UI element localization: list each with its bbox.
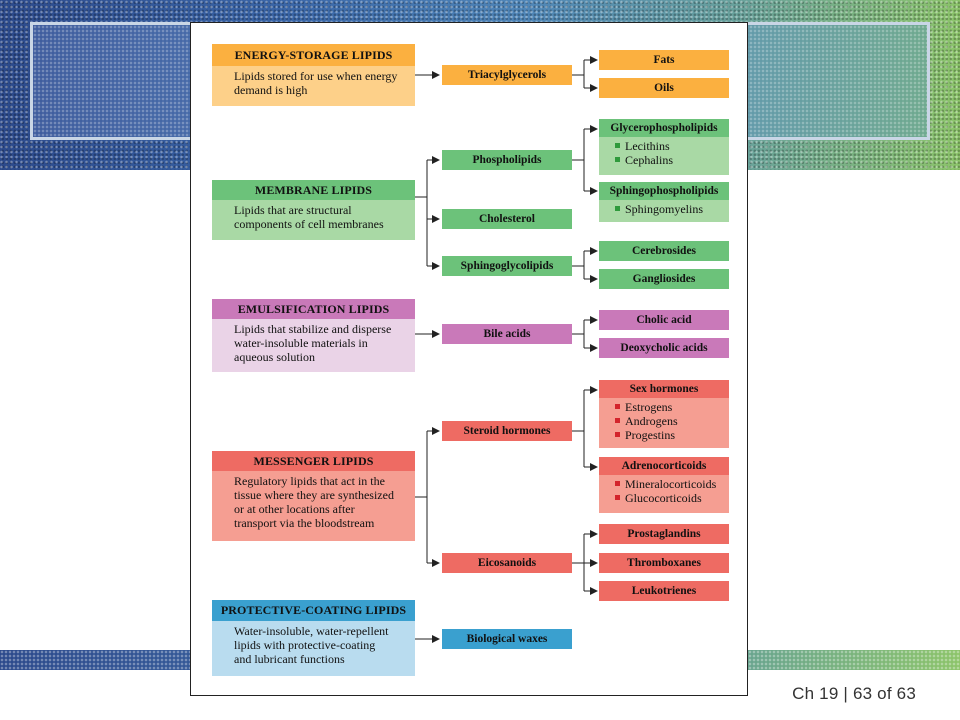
bile-acids-node: Bile acids [442, 324, 572, 344]
steroid-hormones-node: Steroid hormones [442, 421, 572, 441]
lecithins-item: Lecithins [615, 139, 729, 153]
cephalins-item: Cephalins [615, 153, 729, 167]
progestins-item: Progestins [615, 428, 729, 442]
connector-lines [415, 56, 598, 643]
protective-desc-line-2: lipids with protective-coating [234, 638, 376, 652]
fats-node: Fats [599, 50, 729, 70]
sex-hormones-group: Sex hormones Estrogens Androgens Progest… [599, 380, 729, 448]
sex-hormones-title: Sex hormones [599, 380, 729, 398]
messenger-desc-line-3: or at other locations after [234, 502, 355, 516]
adrenocorticoids-title: Adrenocorticoids [599, 457, 729, 475]
membrane-lipids-description: Lipids that are structural components of… [212, 200, 415, 240]
messenger-lipids-title: MESSENGER LIPIDS [212, 451, 415, 471]
energy-desc-line-1: Lipids stored for use when energy [234, 69, 398, 83]
sphingomyelins-item: Sphingomyelins [615, 202, 729, 216]
gangliosides-node: Gangliosides [599, 269, 729, 289]
sphingoglycolipids-node: Sphingoglycolipids [442, 256, 572, 276]
eicosanoids-node: Eicosanoids [442, 553, 572, 573]
glycerophospholipids-title: Glycerophospholipids [599, 119, 729, 137]
energy-storage-title: ENERGY-STORAGE LIPIDS [212, 44, 415, 66]
cholesterol-node: Cholesterol [442, 209, 572, 229]
prostaglandins-node: Prostaglandins [599, 524, 729, 544]
protective-desc-line-3: and lubricant functions [234, 652, 345, 666]
emulsification-lipids-description: Lipids that stabilize and disperse water… [212, 319, 415, 372]
phospholipids-node: Phospholipids [442, 150, 572, 170]
glycerophospholipids-list: Lecithins Cephalins [599, 137, 729, 175]
messenger-desc-line-4: transport via the bloodstream [234, 516, 375, 530]
sex-hormones-list: Estrogens Androgens Progestins [599, 398, 729, 448]
membrane-lipids-title: MEMBRANE LIPIDS [212, 180, 415, 200]
deoxycholic-acids-node: Deoxycholic acids [599, 338, 729, 358]
membrane-desc-line-2: components of cell membranes [234, 217, 384, 231]
messenger-desc-line-1: Regulatory lipids that act in the [234, 474, 385, 488]
sphingophospholipids-title: Sphingophospholipids [599, 182, 729, 200]
androgens-item: Androgens [615, 414, 729, 428]
leukotrienes-node: Leukotrienes [599, 581, 729, 601]
oils-node: Oils [599, 78, 729, 98]
adrenocorticoids-list: Mineralocorticoids Glucocorticoids [599, 475, 729, 513]
emulsification-lipids-title: EMULSIFICATION LIPIDS [212, 299, 415, 319]
mineralocorticoids-item: Mineralocorticoids [615, 477, 729, 491]
biological-waxes-node: Biological waxes [442, 629, 572, 649]
energy-storage-description: Lipids stored for use when energy demand… [212, 66, 415, 106]
cerebrosides-node: Cerebrosides [599, 241, 729, 261]
emulsification-desc-line-3: aqueous solution [234, 350, 315, 364]
estrogens-item: Estrogens [615, 400, 729, 414]
protective-coating-lipids-description: Water-insoluble, water-repellent lipids … [212, 621, 415, 676]
sphingophospholipids-list: Sphingomyelins [599, 200, 729, 222]
membrane-desc-line-1: Lipids that are structural [234, 203, 352, 217]
glucocorticoids-item: Glucocorticoids [615, 491, 729, 505]
glycerophospholipids-group: Glycerophospholipids Lecithins Cephalins [599, 119, 729, 175]
thromboxanes-node: Thromboxanes [599, 553, 729, 573]
lipid-classification-diagram: ENERGY-STORAGE LIPIDS Lipids stored for … [190, 22, 748, 696]
emulsification-desc-line-2: water-insoluble materials in [234, 336, 368, 350]
protective-coating-lipids-title: PROTECTIVE-COATING LIPIDS [212, 600, 415, 621]
messenger-lipids-description: Regulatory lipids that act in the tissue… [212, 471, 415, 541]
emulsification-desc-line-1: Lipids that stabilize and disperse [234, 322, 392, 336]
protective-desc-line-1: Water-insoluble, water-repellent [234, 624, 389, 638]
messenger-desc-line-2: tissue where they are synthesized [234, 488, 394, 502]
slide-number: Ch 19 | 63 of 63 [792, 684, 916, 703]
adrenocorticoids-group: Adrenocorticoids Mineralocorticoids Gluc… [599, 457, 729, 513]
triacylglycerols-node: Triacylglycerols [442, 65, 572, 85]
sphingophospholipids-group: Sphingophospholipids Sphingomyelins [599, 182, 729, 222]
cholic-acid-node: Cholic acid [599, 310, 729, 330]
energy-desc-line-2: demand is high [234, 83, 308, 97]
